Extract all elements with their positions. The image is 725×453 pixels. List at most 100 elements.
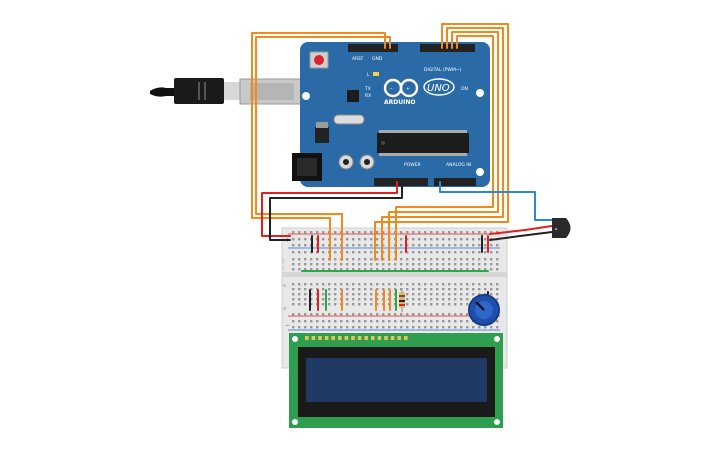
breadboard-hole[interactable] — [358, 258, 361, 261]
breadboard-hole[interactable] — [412, 268, 415, 271]
breadboard-hole[interactable] — [448, 326, 451, 329]
breadboard-hole[interactable] — [340, 320, 343, 323]
breadboard-hole[interactable] — [496, 268, 499, 271]
breadboard-hole[interactable] — [478, 244, 481, 247]
breadboard-hole[interactable] — [364, 268, 367, 271]
breadboard-hole[interactable] — [460, 263, 463, 266]
lcd-display[interactable] — [289, 333, 503, 428]
breadboard-hole[interactable] — [298, 313, 301, 316]
reset-button-cap[interactable] — [314, 55, 324, 65]
breadboard-hole[interactable] — [484, 231, 487, 234]
breadboard-hole[interactable] — [418, 320, 421, 323]
breadboard-hole[interactable] — [346, 268, 349, 271]
breadboard-hole[interactable] — [466, 313, 469, 316]
breadboard-hole[interactable] — [448, 293, 451, 296]
breadboard-hole[interactable] — [370, 251, 373, 254]
breadboard-hole[interactable] — [388, 283, 391, 286]
breadboard-hole[interactable] — [448, 258, 451, 261]
breadboard-hole[interactable] — [364, 326, 367, 329]
potentiometer[interactable] — [468, 294, 500, 326]
breadboard-hole[interactable] — [466, 283, 469, 286]
breadboard-hole[interactable] — [298, 303, 301, 306]
breadboard-hole[interactable] — [358, 303, 361, 306]
breadboard-hole[interactable] — [298, 238, 301, 241]
breadboard-hole[interactable] — [316, 268, 319, 271]
breadboard-hole[interactable] — [436, 258, 439, 261]
breadboard-hole[interactable] — [484, 263, 487, 266]
breadboard-hole[interactable] — [298, 251, 301, 254]
breadboard-hole[interactable] — [472, 238, 475, 241]
breadboard-hole[interactable] — [496, 283, 499, 286]
breadboard-hole[interactable] — [478, 263, 481, 266]
breadboard-hole[interactable] — [376, 288, 379, 291]
breadboard-hole[interactable] — [358, 268, 361, 271]
breadboard-hole[interactable] — [454, 231, 457, 234]
breadboard-hole[interactable] — [460, 288, 463, 291]
breadboard-hole[interactable] — [364, 238, 367, 241]
breadboard-hole[interactable] — [478, 238, 481, 241]
breadboard-hole[interactable] — [442, 298, 445, 301]
breadboard-hole[interactable] — [430, 320, 433, 323]
breadboard-hole[interactable] — [304, 326, 307, 329]
wire-orange-4[interactable] — [381, 27, 504, 261]
usb-cable[interactable] — [150, 78, 303, 105]
breadboard-hole[interactable] — [424, 251, 427, 254]
breadboard-hole[interactable] — [454, 258, 457, 261]
breadboard-hole[interactable] — [334, 288, 337, 291]
breadboard-hole[interactable] — [352, 231, 355, 234]
breadboard-hole[interactable] — [352, 283, 355, 286]
breadboard-hole[interactable] — [316, 313, 319, 316]
breadboard-hole[interactable] — [292, 303, 295, 306]
breadboard-hole[interactable] — [358, 238, 361, 241]
breadboard-hole[interactable] — [496, 258, 499, 261]
breadboard-hole[interactable] — [424, 244, 427, 247]
breadboard-hole[interactable] — [376, 326, 379, 329]
breadboard-hole[interactable] — [460, 268, 463, 271]
breadboard-hole[interactable] — [400, 263, 403, 266]
breadboard-hole[interactable] — [418, 238, 421, 241]
breadboard-hole[interactable] — [298, 288, 301, 291]
breadboard-hole[interactable] — [358, 313, 361, 316]
breadboard-hole[interactable] — [430, 268, 433, 271]
breadboard-hole[interactable] — [346, 231, 349, 234]
breadboard-hole[interactable] — [448, 320, 451, 323]
breadboard-hole[interactable] — [322, 320, 325, 323]
breadboard-hole[interactable] — [334, 263, 337, 266]
wire-red-5v[interactable] — [261, 181, 398, 237]
breadboard-hole[interactable] — [394, 313, 397, 316]
wire-orange-5[interactable] — [388, 31, 499, 261]
breadboard-hole[interactable] — [478, 251, 481, 254]
breadboard-hole[interactable] — [454, 283, 457, 286]
breadboard-hole[interactable] — [352, 251, 355, 254]
breadboard-hole[interactable] — [424, 288, 427, 291]
breadboard-hole[interactable] — [418, 283, 421, 286]
breadboard-hole[interactable] — [304, 231, 307, 234]
breadboard-hole[interactable] — [460, 251, 463, 254]
breadboard-hole[interactable] — [412, 326, 415, 329]
breadboard-hole[interactable] — [424, 283, 427, 286]
breadboard-hole[interactable] — [448, 251, 451, 254]
breadboard-hole[interactable] — [388, 263, 391, 266]
breadboard-hole[interactable] — [304, 258, 307, 261]
breadboard-hole[interactable] — [466, 288, 469, 291]
breadboard-hole[interactable] — [364, 303, 367, 306]
breadboard-hole[interactable] — [406, 320, 409, 323]
breadboard-hole[interactable] — [304, 320, 307, 323]
breadboard-hole[interactable] — [454, 298, 457, 301]
breadboard-hole[interactable] — [478, 293, 481, 296]
breadboard-hole[interactable] — [298, 298, 301, 301]
breadboard-hole[interactable] — [298, 258, 301, 261]
breadboard-hole[interactable] — [454, 251, 457, 254]
breadboard-hole[interactable] — [418, 258, 421, 261]
breadboard-hole[interactable] — [448, 231, 451, 234]
breadboard-hole[interactable] — [412, 288, 415, 291]
breadboard-hole[interactable] — [322, 293, 325, 296]
breadboard-hole[interactable] — [334, 303, 337, 306]
breadboard-hole[interactable] — [388, 268, 391, 271]
breadboard-hole[interactable] — [490, 263, 493, 266]
breadboard-hole[interactable] — [472, 268, 475, 271]
breadboard-hole[interactable] — [484, 238, 487, 241]
breadboard-hole[interactable] — [340, 326, 343, 329]
breadboard-hole[interactable] — [358, 288, 361, 291]
breadboard-hole[interactable] — [304, 251, 307, 254]
